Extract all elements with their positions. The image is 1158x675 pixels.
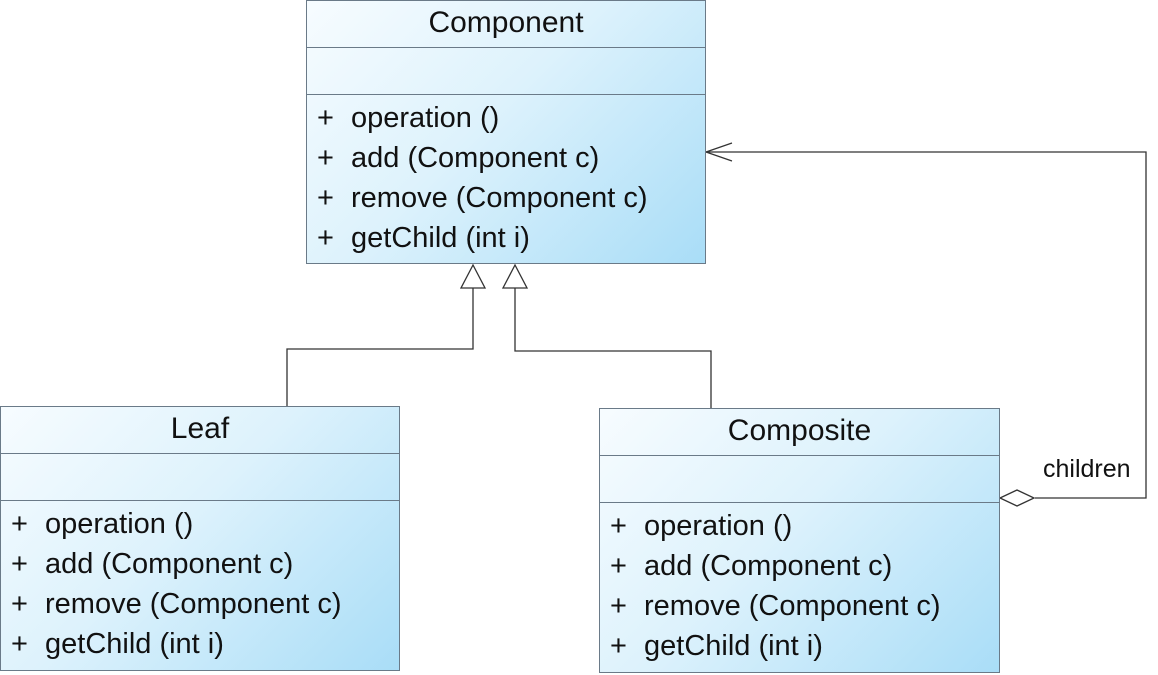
leaf-operation-row: + remove (Component c) bbox=[1, 584, 399, 624]
leaf-operation-row: + operation () bbox=[1, 504, 399, 544]
visibility-marker: + bbox=[11, 627, 28, 660]
composite-operation-row: + operation () bbox=[600, 506, 999, 546]
operation-signature: add (Component c) bbox=[45, 547, 294, 580]
component-class[interactable]: Component + operation () + add (Componen… bbox=[306, 0, 706, 264]
visibility-marker: + bbox=[317, 181, 334, 214]
operation-signature: add (Component c) bbox=[644, 549, 893, 582]
operation-signature: operation () bbox=[351, 101, 500, 134]
component-class-name: Component bbox=[307, 1, 705, 48]
leaf-operation-row: + add (Component c) bbox=[1, 544, 399, 584]
operation-signature: operation () bbox=[644, 509, 793, 542]
component-operation-row: + remove (Component c) bbox=[307, 178, 705, 218]
component-operation-row: + operation () bbox=[307, 98, 705, 138]
visibility-marker: + bbox=[11, 507, 28, 540]
composite-generalization-line bbox=[514, 288, 712, 408]
leaf-attributes bbox=[1, 454, 399, 501]
operation-signature: remove (Component c) bbox=[45, 587, 342, 620]
leaf-operations: + operation () + add (Component c) + rem… bbox=[1, 501, 399, 664]
leaf-generalization-arrowhead bbox=[459, 263, 487, 289]
visibility-marker: + bbox=[610, 549, 627, 582]
operation-signature: remove (Component c) bbox=[644, 589, 941, 622]
composite-class[interactable]: Composite + operation () + add (Componen… bbox=[599, 408, 1000, 673]
component-attributes bbox=[307, 48, 705, 95]
component-operations: + operation () + add (Component c) + rem… bbox=[307, 95, 705, 258]
leaf-class[interactable]: Leaf + operation () + add (Component c) … bbox=[0, 406, 400, 671]
operation-signature: getChild (int i) bbox=[644, 629, 823, 662]
operation-signature: remove (Component c) bbox=[351, 181, 648, 214]
composite-operation-row: + getChild (int i) bbox=[600, 626, 999, 666]
composite-operation-row: + remove (Component c) bbox=[600, 586, 999, 626]
visibility-marker: + bbox=[317, 101, 334, 134]
operation-signature: add (Component c) bbox=[351, 141, 600, 174]
composite-generalization-arrowhead bbox=[501, 263, 529, 289]
composite-class-name: Composite bbox=[600, 409, 999, 456]
visibility-marker: + bbox=[317, 221, 334, 254]
composite-attributes bbox=[600, 456, 999, 503]
leaf-operation-row: + getChild (int i) bbox=[1, 624, 399, 664]
children-navigation-arrowhead bbox=[704, 142, 733, 162]
visibility-marker: + bbox=[610, 629, 627, 662]
component-operation-row: + getChild (int i) bbox=[307, 218, 705, 258]
visibility-marker: + bbox=[610, 509, 627, 542]
visibility-marker: + bbox=[11, 547, 28, 580]
visibility-marker: + bbox=[11, 587, 28, 620]
leaf-generalization-line bbox=[286, 288, 474, 406]
operation-signature: getChild (int i) bbox=[351, 221, 530, 254]
operation-signature: getChild (int i) bbox=[45, 627, 224, 660]
leaf-class-name: Leaf bbox=[1, 407, 399, 454]
composite-operations: + operation () + add (Component c) + rem… bbox=[600, 503, 999, 666]
composite-operation-row: + add (Component c) bbox=[600, 546, 999, 586]
visibility-marker: + bbox=[610, 589, 627, 622]
component-operation-row: + add (Component c) bbox=[307, 138, 705, 178]
aggregation-diamond bbox=[998, 489, 1036, 507]
visibility-marker: + bbox=[317, 141, 334, 174]
operation-signature: operation () bbox=[45, 507, 194, 540]
children-association-label: children bbox=[1043, 455, 1131, 483]
children-aggregation-line bbox=[706, 151, 1147, 499]
